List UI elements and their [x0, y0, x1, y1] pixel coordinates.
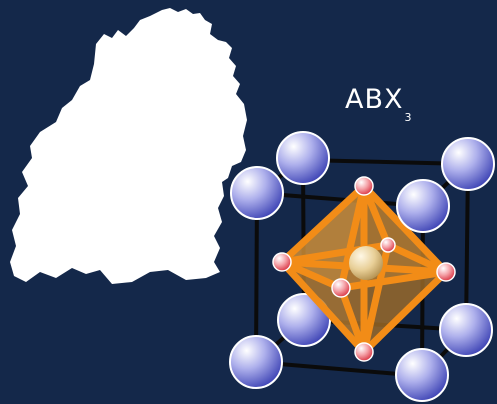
region-map-silhouette-icon — [10, 8, 247, 284]
x-site-atom — [354, 176, 374, 196]
formula-main: ABX — [345, 84, 404, 115]
x-site-atoms — [272, 176, 456, 362]
a-site-atoms-front — [229, 166, 450, 402]
formula-subscript: 3 — [404, 111, 413, 124]
a-site-atom — [229, 335, 283, 389]
a-site-atom — [230, 166, 284, 220]
x-site-atom — [272, 252, 292, 272]
chemical-formula: ABX3 — [345, 86, 413, 123]
x-site-atom — [380, 237, 396, 253]
b-site-atom — [349, 246, 383, 280]
x-site-atom — [331, 278, 351, 298]
a-site-atoms-back — [276, 131, 495, 357]
a-site-atom — [396, 179, 450, 233]
a-site-atom — [441, 137, 495, 191]
a-site-atom — [276, 131, 330, 185]
bx6-octahedron — [278, 182, 450, 356]
x-site-atom — [354, 342, 374, 362]
a-site-atom — [439, 303, 493, 357]
x-site-atom — [436, 262, 456, 282]
a-site-atom — [277, 293, 331, 347]
a-site-atom — [395, 348, 449, 402]
